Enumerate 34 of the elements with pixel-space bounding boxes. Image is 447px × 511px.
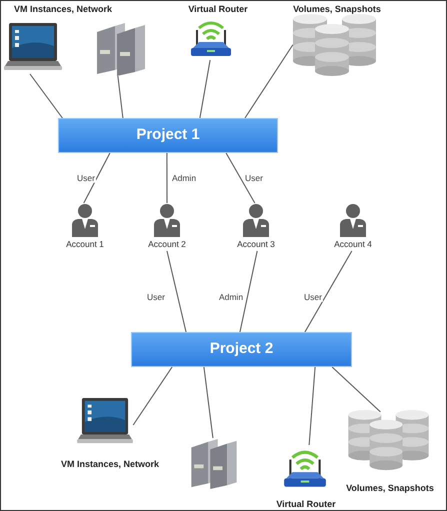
connector-line [332,366,381,412]
connector-line [308,366,316,446]
icon-caption: Virtual Router [276,498,336,511]
edge-label: User [303,292,323,302]
connector-line [83,152,110,204]
icon-caption: Volumes, Snapshots [293,3,381,16]
connector-line [117,76,124,118]
icon-caption: Volumes, Snapshots [346,482,434,495]
edge-label: User [76,174,96,182]
connector-line [199,60,211,118]
database-icon [292,14,378,78]
server-icon [95,22,147,76]
account-label: Account 3 [237,240,275,248]
account-label: Account 2 [148,240,186,248]
connector-line [226,152,256,204]
edge-label: User [146,292,166,302]
connector-line [203,366,214,438]
account-label: Account 1 [66,240,104,248]
connector-line [132,366,173,426]
icon-caption: Virtual Router [188,3,248,16]
connector-line [244,44,294,118]
project-box: Project 1 [58,118,278,153]
connector-line [239,250,258,332]
edge-label: Admin [170,174,198,182]
connector-line [166,250,187,332]
edge-label: Admin [218,292,244,302]
edge-label: User [244,174,264,182]
connector-line [30,74,63,118]
connector-line [166,152,168,204]
icon-caption: VM Instances, Network [14,3,112,16]
account-label: Account 4 [334,240,372,248]
icon-caption: VM Instances, Network [60,458,160,471]
connector-line [304,250,352,332]
project-box: Project 2 [131,332,352,367]
